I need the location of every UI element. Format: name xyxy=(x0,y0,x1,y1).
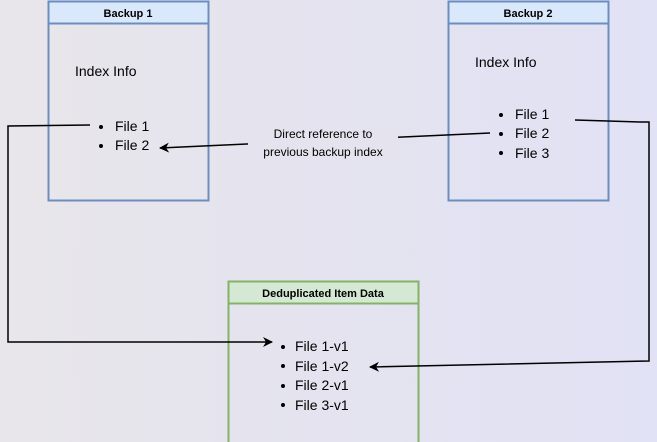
bullet xyxy=(99,125,103,129)
backup-2-box[interactable]: Backup 2 Index Info File 1 File 2 File 3 xyxy=(447,0,610,202)
backup-1-index-info: Index Info xyxy=(75,63,137,79)
bullet xyxy=(499,132,503,136)
backup-2-title: Backup 2 xyxy=(504,8,553,20)
backup-2-index-info: Index Info xyxy=(475,54,537,70)
dedup-title: Deduplicated Item Data xyxy=(262,288,385,300)
backup-2-item: File 3 xyxy=(515,145,549,161)
edge-label-line-2: previous backup index xyxy=(263,145,382,159)
bullet xyxy=(281,384,285,388)
backup-1-title: Backup 1 xyxy=(104,8,153,20)
backup-2-item: File 2 xyxy=(515,125,549,141)
backup-1-item: File 1 xyxy=(115,118,149,134)
bullet xyxy=(499,151,503,155)
bullet xyxy=(99,144,103,148)
backup-1-item: File 2 xyxy=(115,137,149,153)
bullet xyxy=(281,403,285,407)
bullet xyxy=(281,345,285,349)
dedup-item: File 1-v2 xyxy=(295,358,349,374)
edge-label-background xyxy=(248,123,398,159)
backup-1-box[interactable]: Backup 1 Index Info File 1 File 2 xyxy=(47,0,210,202)
bullet xyxy=(499,113,503,117)
dedup-item: File 2-v1 xyxy=(295,377,349,393)
bullet xyxy=(281,364,285,368)
dedup-item: File 1-v1 xyxy=(295,338,349,354)
edge-backup2-file1-to-dedup xyxy=(369,119,650,372)
edge-backup1-file1-to-dedup xyxy=(7,124,273,347)
dedup-item: File 3-v1 xyxy=(295,397,349,413)
deduplicated-item-data-box[interactable]: Deduplicated Item Data File 1-v1 File 1-… xyxy=(227,280,420,442)
backup-2-item: File 1 xyxy=(515,106,549,122)
edge-label-line-1: Direct reference to xyxy=(274,127,373,141)
